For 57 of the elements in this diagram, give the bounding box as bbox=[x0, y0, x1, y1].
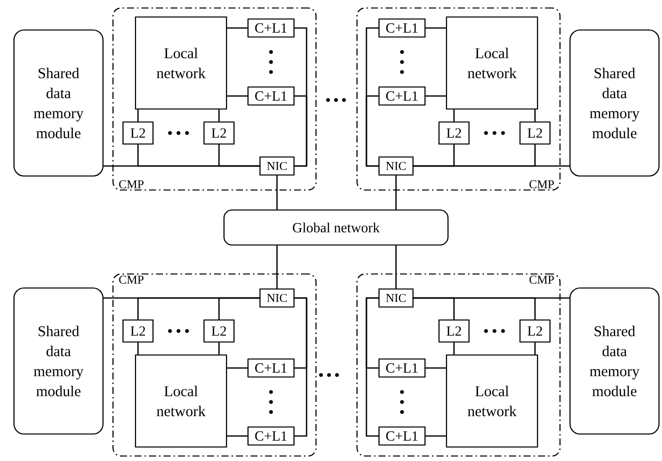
memory-module-box: Shared data memory module bbox=[13, 29, 104, 177]
cache-box: L2 bbox=[438, 319, 470, 343]
connector-line bbox=[534, 342, 536, 354]
connector-line bbox=[227, 367, 248, 369]
cache-box: L2 bbox=[519, 319, 551, 343]
core-cache-box: C+L1 bbox=[378, 426, 426, 446]
connector-line bbox=[227, 27, 248, 29]
connector-line bbox=[276, 176, 278, 210]
cache-box: L2 bbox=[203, 121, 235, 145]
interface-box: NIC bbox=[259, 288, 295, 308]
cache-box: L2 bbox=[519, 121, 551, 145]
core-cache-box: C+L1 bbox=[247, 358, 295, 378]
memory-module-box: Shared data memory module bbox=[569, 29, 660, 177]
connector-line bbox=[426, 95, 446, 97]
connector-line bbox=[395, 246, 397, 288]
cache-box: L2 bbox=[203, 319, 235, 343]
interface-box: NIC bbox=[378, 156, 414, 176]
connector-line bbox=[366, 297, 378, 369]
connector-line bbox=[137, 110, 139, 122]
connector-line bbox=[426, 27, 446, 29]
core-cache-box: C+L1 bbox=[378, 358, 426, 378]
connector-line bbox=[453, 110, 455, 122]
interface-box: NIC bbox=[378, 288, 414, 308]
cache-box: L2 bbox=[122, 319, 154, 343]
connector-line bbox=[276, 246, 278, 288]
connector-line bbox=[395, 176, 397, 210]
connector-line bbox=[218, 110, 220, 122]
core-cache-box: C+L1 bbox=[378, 86, 426, 106]
connector-line bbox=[218, 342, 220, 354]
connector-line bbox=[104, 297, 260, 299]
connector-line bbox=[227, 435, 248, 437]
connector-line bbox=[534, 110, 536, 122]
connector-line bbox=[137, 342, 139, 354]
local-network-box: Local network bbox=[446, 16, 538, 110]
connector-line bbox=[104, 165, 260, 167]
local-network-box: Local network bbox=[134, 354, 228, 448]
core-cache-box: C+L1 bbox=[247, 426, 295, 446]
cache-box: L2 bbox=[122, 121, 154, 145]
connector-line bbox=[453, 342, 455, 354]
core-cache-box: C+L1 bbox=[247, 18, 295, 38]
interface-box: NIC bbox=[259, 156, 295, 176]
core-cache-box: C+L1 bbox=[247, 86, 295, 106]
connector-line bbox=[294, 297, 308, 369]
connector-line bbox=[414, 297, 570, 299]
core-cache-box: C+L1 bbox=[378, 18, 426, 38]
memory-module-box: Shared data memory module bbox=[13, 287, 104, 435]
connector-line bbox=[294, 95, 308, 167]
connector-line bbox=[414, 165, 570, 167]
local-network-box: Local network bbox=[446, 354, 538, 448]
global-network-box: Global network bbox=[223, 209, 449, 246]
connector-line bbox=[426, 435, 446, 437]
connector-line bbox=[227, 95, 248, 97]
connector-line bbox=[426, 367, 446, 369]
cache-box: L2 bbox=[438, 121, 470, 145]
memory-module-box: Shared data memory module bbox=[569, 287, 660, 435]
connector-line bbox=[366, 95, 378, 167]
local-network-box: Local network bbox=[134, 16, 228, 110]
